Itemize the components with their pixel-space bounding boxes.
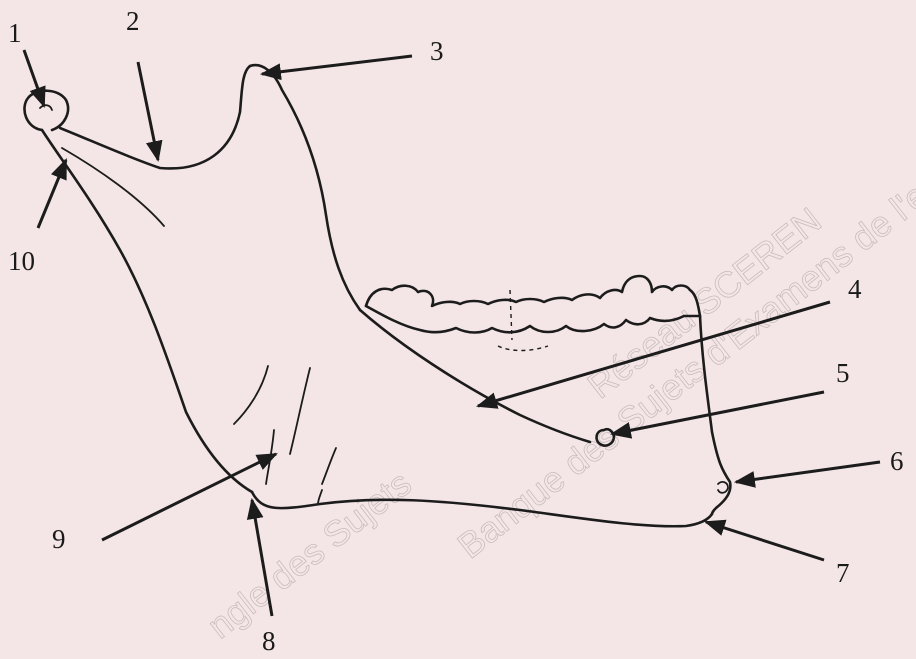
tooth-root-dashed <box>498 346 548 351</box>
ridge-1 <box>234 366 268 424</box>
arrow-7 <box>706 522 824 560</box>
label-7: 7 <box>836 558 850 588</box>
label-1: 1 <box>8 18 22 48</box>
label-6: 6 <box>890 446 904 476</box>
label-3: 3 <box>430 36 444 66</box>
label-9: 9 <box>52 524 66 554</box>
ridge-2 <box>290 368 310 454</box>
arrow-10 <box>38 160 66 228</box>
teeth-row <box>366 276 700 316</box>
sigmoid-notch <box>60 66 250 168</box>
watermark: Banque des Sujets d'Examens de l'ens Rés… <box>200 151 916 646</box>
arrow-6 <box>736 462 880 482</box>
condyle-head <box>24 91 68 130</box>
condyle-inner <box>40 105 52 110</box>
neck-inner-line <box>62 148 164 226</box>
ridge-5 <box>318 490 322 504</box>
label-2: 2 <box>126 6 140 36</box>
arrow-2 <box>138 62 158 160</box>
watermark-line-3: ngle des Sujets <box>200 462 419 646</box>
label-4: 4 <box>848 274 862 304</box>
genial-tubercle <box>718 482 728 493</box>
ramus-posterior-border <box>42 130 252 492</box>
label-5: 5 <box>836 358 850 388</box>
coronoid-process <box>250 65 360 310</box>
label-10: 10 <box>8 246 35 276</box>
ridge-4 <box>322 448 336 484</box>
label-8: 8 <box>262 626 276 656</box>
arrow-3 <box>262 56 412 74</box>
arrow-9 <box>102 454 276 540</box>
oblique-line <box>360 310 590 442</box>
